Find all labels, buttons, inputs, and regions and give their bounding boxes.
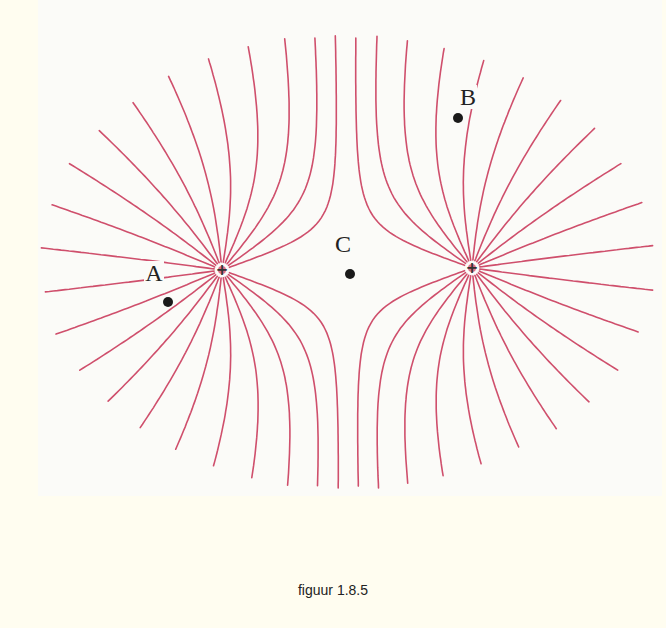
field-line	[479, 203, 641, 265]
field-line	[140, 277, 219, 427]
point-dot	[163, 297, 173, 307]
field-line	[358, 271, 465, 486]
field-line	[133, 103, 219, 263]
field-line	[404, 41, 467, 262]
field-line	[480, 269, 653, 290]
field-line	[176, 278, 221, 449]
field-line	[214, 278, 231, 466]
field-line	[230, 36, 337, 267]
field-line	[229, 38, 317, 265]
field-line	[56, 273, 215, 334]
field-line	[405, 274, 467, 483]
field-line	[52, 205, 215, 267]
field-line	[80, 275, 216, 370]
field-line	[209, 59, 231, 262]
point-label: B	[459, 85, 477, 109]
field-line	[473, 276, 519, 447]
field-line	[45, 271, 214, 292]
image-ground	[38, 0, 662, 496]
point-label: A	[144, 261, 163, 285]
field-line	[475, 101, 561, 261]
charge-sign: +	[216, 263, 229, 278]
field-line	[478, 273, 617, 370]
field-line	[227, 39, 289, 264]
field-line	[70, 164, 216, 265]
charge-sign: +	[466, 261, 479, 276]
figure-caption: figuur 1.8.5	[298, 582, 368, 598]
field-line	[169, 76, 222, 262]
field-line	[463, 276, 481, 464]
field-line	[227, 276, 290, 485]
field-line	[479, 271, 638, 332]
point-label: C	[334, 232, 352, 256]
field-line	[356, 38, 465, 265]
field-line	[376, 36, 466, 263]
field-line	[229, 275, 319, 486]
point-dot	[453, 113, 463, 123]
field-line	[230, 273, 339, 488]
field-line	[478, 164, 621, 264]
field-line	[377, 273, 465, 488]
point-dot	[345, 269, 355, 279]
field-line	[475, 275, 556, 428]
field-line	[41, 248, 214, 269]
field-line	[480, 246, 653, 267]
field-line	[473, 78, 523, 260]
